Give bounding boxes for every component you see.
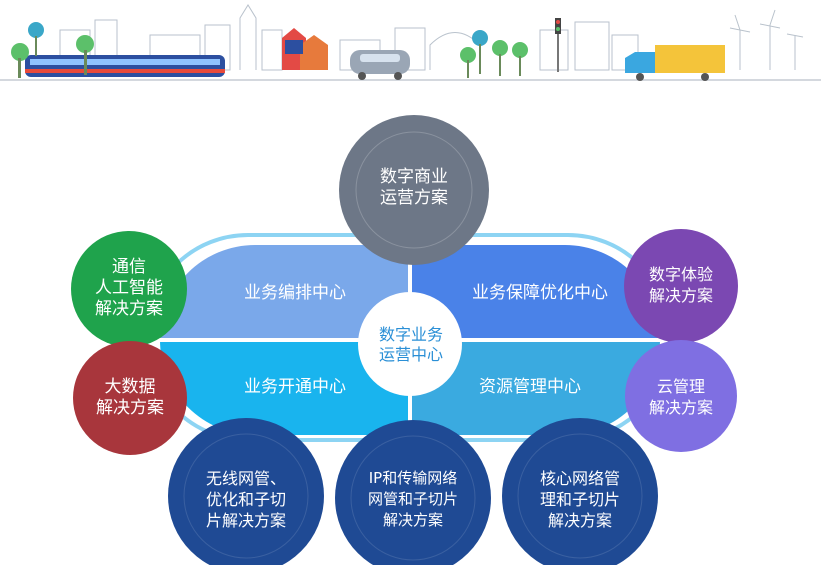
solution-circle-right-top[interactable]: [624, 229, 738, 343]
solution-label-bottom-2: IP和传输网络 网管和子切片 解决方案: [367, 468, 458, 529]
quadrant-label-bottom-right: 资源管理中心: [479, 376, 581, 397]
solution-label-left-bottom: 大数据 解决方案: [96, 377, 164, 418]
solution-circle-top[interactable]: [339, 115, 489, 265]
solution-label-top: 数字商业 运营方案: [380, 167, 448, 208]
center-label: 数字业务 运营中心: [378, 325, 443, 364]
solution-label-right-bottom: 云管理 解决方案: [648, 377, 713, 417]
solution-label-bottom-3: 核心网络管 理和子切片 解决方案: [539, 468, 620, 530]
quadrant-label-top-left: 业务编排中心: [244, 282, 346, 303]
solution-circle-bottom-2[interactable]: [335, 420, 491, 565]
quadrant-label-top-right: 业务保障优化中心: [472, 282, 608, 303]
solution-label-right-top: 数字体验 解决方案: [648, 265, 713, 305]
solution-circle-bottom-3[interactable]: [502, 418, 658, 565]
quadrant-label-bottom-left: 业务开通中心: [244, 376, 346, 397]
solution-circle-bottom-1[interactable]: [168, 418, 324, 565]
solution-label-left-top: 通信 人工智能 解决方案: [95, 256, 163, 319]
city-banner-illustration: [0, 4, 821, 81]
solution-circle-left-bottom[interactable]: [73, 341, 187, 455]
solution-label-bottom-1: 无线网管、 优化和子切 片解决方案: [205, 468, 286, 530]
solution-circle-left-top[interactable]: [71, 231, 187, 347]
solution-circle-right-bottom[interactable]: [625, 340, 737, 452]
center-circle[interactable]: [358, 292, 462, 396]
